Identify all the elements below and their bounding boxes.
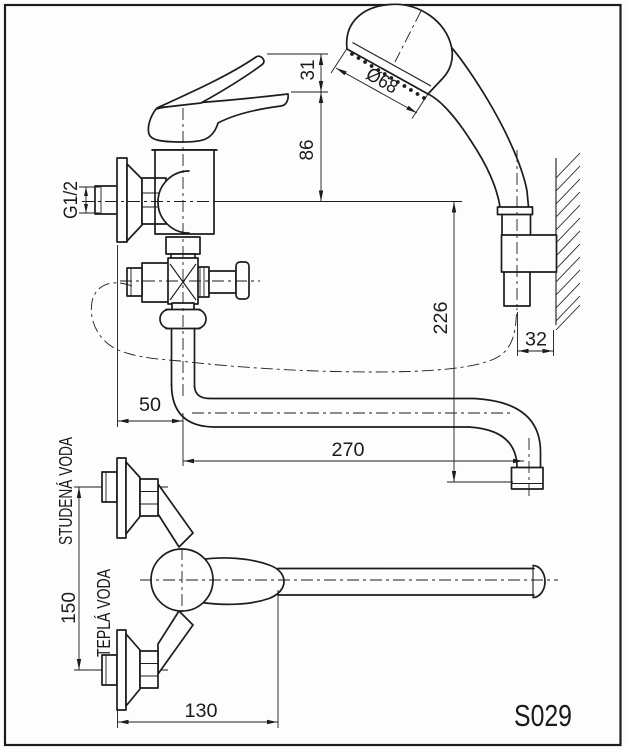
dim-text-outlet-drop: 226 (431, 302, 452, 335)
ball-joint-dome (157, 170, 190, 234)
side-view: G1/2 31 86 Ø68 2 (61, 3, 581, 497)
hot-inlet-flange (74, 610, 194, 711)
plan-view: 150 130 STUDENÁ VODA TEPLÁ VODA (56, 437, 558, 728)
diverter-valve (126, 236, 250, 330)
product-code: S029 (514, 698, 572, 733)
diverter-knob-stem (208, 270, 237, 294)
dim-text-spout-reach: 270 (332, 440, 365, 461)
wall-bracket (496, 206, 558, 307)
body-plan (140, 548, 558, 612)
dim-text-body-height: 86 (297, 140, 318, 161)
dim-text-body-length: 130 (185, 701, 218, 722)
lever-blade (156, 55, 265, 109)
spout-tip-plan (532, 564, 546, 599)
shower-arm-inner (427, 93, 501, 208)
dim-riser-offset: 50 (117, 245, 184, 466)
lever-handle (147, 55, 290, 151)
wall-hatching (555, 152, 581, 331)
hot-water-label: TEPLÁ VODA (94, 569, 114, 657)
aerator (510, 466, 544, 490)
swivel-spout (170, 327, 544, 490)
diverter-knob (235, 261, 250, 300)
dim-text-riser-offset: 50 (139, 395, 161, 416)
mixer-body (151, 149, 218, 235)
shower-handset (345, 3, 530, 208)
dim-text-inlet-spacing: 150 (59, 592, 80, 624)
dim-bracket-depth: 32 (517, 312, 554, 356)
dim-lever-and-body: 31 86 (267, 53, 328, 202)
shower-arm-outer (450, 46, 530, 208)
dim-text-inlet-thread: G1/2 (61, 181, 82, 219)
shower-hose-phantom-line (90, 282, 518, 373)
cold-water-label: STUDENÁ VODA (56, 437, 76, 545)
dim-inlet-spacing: 150 (59, 487, 82, 670)
dim-outlet-drop: 226 (431, 201, 513, 483)
drawing-border (3, 3, 622, 747)
dim-text-lever-rise: 31 (298, 60, 319, 81)
centerlines (82, 108, 530, 497)
dim-inlet-thread: G1/2 (61, 181, 100, 219)
dim-body-length: 130 (117, 590, 279, 728)
shower-head (345, 3, 454, 95)
spray-nozzles (350, 52, 426, 100)
cold-inlet-flange (74, 457, 194, 548)
cross-marking (169, 263, 197, 301)
dim-spout-reach: 270 (183, 440, 524, 464)
dim-text-bracket-depth: 32 (525, 330, 547, 351)
